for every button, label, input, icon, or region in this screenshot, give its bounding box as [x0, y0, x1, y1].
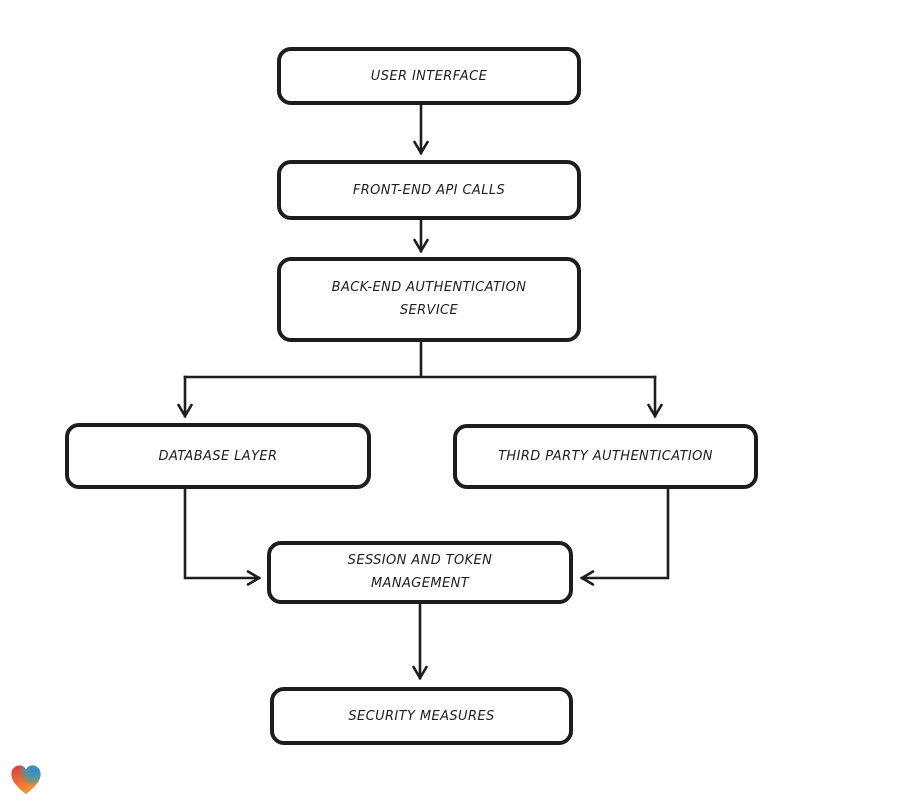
edge-database-layer-to-session-token-management	[183, 487, 262, 586]
node-back-end-authentication-service: BACK-END AUTHENTICATION SERVICE	[277, 257, 581, 342]
edge-branch-trunk	[183, 338, 657, 379]
node-database-layer: DATABASE LAYER	[65, 423, 371, 489]
node-front-end-api-calls-label: FRONT-END API CALLS	[352, 182, 506, 198]
node-session-and-token-management: SESSION AND TOKEN MANAGEMENT	[267, 541, 573, 604]
node-front-end-api-calls: FRONT-END API CALLS	[277, 160, 581, 220]
heart-logo-icon[interactable]	[8, 761, 44, 799]
edge-third-party-authentication-to-session-token-management	[579, 487, 670, 586]
node-third-party-authentication: THIRD PARTY AUTHENTICATION	[453, 424, 758, 489]
node-database-layer-label: DATABASE LAYER	[158, 448, 278, 464]
node-user-interface: USER INTERFACE	[277, 47, 581, 105]
edges-group	[177, 103, 670, 681]
node-session-and-token-management-label: SESSION AND TOKEN MANAGEMENT	[347, 552, 493, 591]
node-security-measures: SECURITY MEASURES	[270, 687, 573, 745]
node-security-measures-label: SECURITY MEASURES	[348, 708, 495, 724]
node-back-end-authentication-service-label: BACK-END AUTHENTICATION SERVICE	[331, 279, 527, 318]
node-user-interface-label: USER INTERFACE	[370, 68, 488, 84]
node-third-party-authentication-label: THIRD PARTY AUTHENTICATION	[498, 449, 713, 464]
